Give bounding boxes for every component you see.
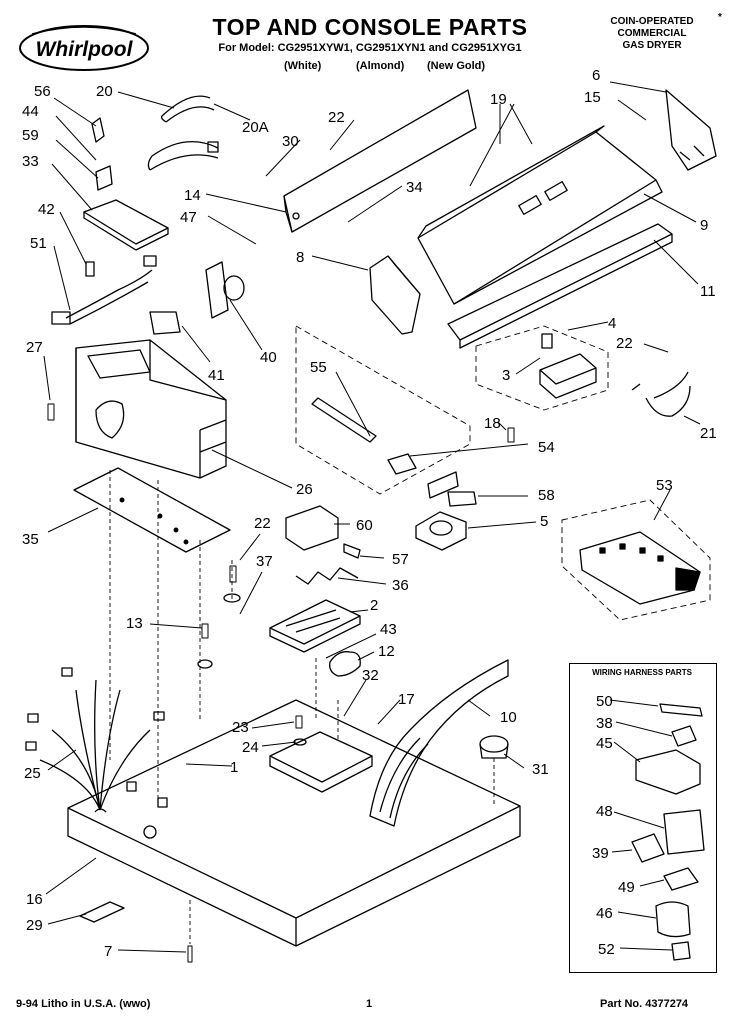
top-panel	[67, 699, 521, 947]
callout-53: 53	[656, 477, 673, 494]
dryer-type-line-1: COIN-OPERATED	[610, 16, 694, 27]
callout-37: 37	[256, 553, 273, 570]
color-white: (White)	[284, 60, 322, 72]
callout-58: 58	[538, 487, 555, 504]
color-almond: (Almond)	[356, 60, 405, 72]
manifold-plate	[73, 467, 231, 553]
callout-6: 6	[592, 67, 600, 84]
wh-label-46: 46	[596, 905, 613, 922]
callout-32: 32	[362, 667, 379, 684]
front-trim	[369, 659, 509, 827]
top-panel-front-edge	[67, 805, 521, 946]
console-trim	[447, 223, 673, 341]
callout-30: 30	[282, 133, 299, 150]
callout-44: 44	[22, 103, 39, 120]
callout-11: 11	[700, 283, 716, 300]
dryer-type: COIN-OPERATED COMMERCIAL GAS DRYER	[582, 16, 722, 52]
whirlpool-logo: Whirlpool	[19, 25, 149, 71]
dashed-group-switches	[475, 325, 609, 411]
callout-27: 27	[26, 339, 43, 356]
callout-2: 2	[370, 597, 378, 614]
callout-25: 25	[24, 765, 41, 782]
footer-litho: 9-94 Litho in U.S.A. (wwo)	[16, 998, 151, 1010]
wiring-harness-box	[569, 663, 717, 973]
callout-26: 26	[296, 481, 313, 498]
callout-8: 8	[296, 249, 304, 266]
callout-15: 15	[584, 89, 601, 106]
callout-23: 23	[232, 719, 249, 736]
wiring-harness-title: WIRING HARNESS PARTS	[592, 668, 692, 677]
callout-20a: 20A	[242, 119, 269, 136]
dryer-type-line-2: COMMERCIAL	[617, 28, 687, 39]
page-title: TOP AND CONSOLE PARTS	[212, 14, 528, 40]
callout-19: 19	[490, 91, 507, 108]
callout-16: 16	[26, 891, 43, 908]
callout-57: 57	[392, 551, 409, 568]
end-cap	[665, 89, 717, 171]
callout-4: 4	[608, 315, 616, 332]
callout-60: 60	[356, 517, 373, 534]
wh-label-48: 48	[596, 803, 613, 820]
callout-42: 42	[38, 201, 55, 218]
callout-56: 56	[34, 83, 51, 100]
callout-14: 14	[184, 187, 201, 204]
callout-33: 33	[22, 153, 39, 170]
callout-31: 31	[532, 761, 549, 778]
callout-41: 41	[208, 367, 225, 384]
callout-3: 3	[502, 367, 510, 384]
callout-1: 1	[230, 759, 238, 776]
footer-part-number: Part No. 4377274	[600, 998, 689, 1010]
cover-plate	[269, 599, 361, 645]
callout-22-top: 22	[328, 109, 345, 126]
callout-labels: 56 44 59 33 42 51 27 20 20A 30 22 34 14 …	[22, 67, 717, 960]
dashed-group-mounting	[295, 325, 471, 495]
footer-page-number: 1	[366, 998, 373, 1010]
color-new-gold: (New Gold)	[427, 60, 486, 72]
callout-7: 7	[104, 943, 112, 960]
callout-22-mid: 22	[254, 515, 271, 532]
callout-12: 12	[378, 643, 395, 660]
asterisk-mark: *	[718, 12, 722, 23]
callout-35: 35	[22, 531, 39, 548]
callout-36: 36	[392, 577, 409, 594]
wh-label-38: 38	[596, 715, 613, 732]
callout-55: 55	[310, 359, 327, 376]
dashed-group-terminal	[561, 499, 711, 621]
callout-17: 17	[398, 691, 415, 708]
callout-13: 13	[126, 615, 143, 632]
control-panel-back	[283, 89, 477, 233]
callout-22-right: 22	[616, 335, 633, 352]
model-list: For Model: CG2951XYW1, CG2951XYN1 and CG…	[218, 42, 522, 54]
wh-label-45: 45	[596, 735, 613, 752]
callout-43: 43	[380, 621, 397, 638]
callout-10: 10	[500, 709, 517, 726]
callout-9: 9	[700, 217, 708, 234]
callout-24: 24	[242, 739, 259, 756]
wh-label-49: 49	[618, 879, 635, 896]
callout-20: 20	[96, 83, 113, 100]
callout-21: 21	[700, 425, 717, 442]
callout-5: 5	[540, 513, 548, 530]
svg-text:Whirlpool: Whirlpool	[36, 38, 134, 61]
callout-40: 40	[260, 349, 277, 366]
wh-label-39: 39	[592, 845, 609, 862]
callout-51: 51	[30, 235, 47, 252]
wh-label-52: 52	[598, 941, 615, 958]
console-front	[417, 131, 657, 305]
console-housing	[75, 339, 227, 479]
callout-29: 29	[26, 917, 43, 934]
timer-housing	[369, 255, 421, 335]
wh-label-50: 50	[596, 693, 613, 710]
dryer-type-line-3: GAS DRYER	[622, 40, 682, 51]
callout-18: 18	[484, 415, 501, 432]
wiring-harness-labels: 50 38 45 48 39 49 46 52	[592, 693, 635, 958]
callout-59: 59	[22, 127, 39, 144]
callout-34: 34	[406, 179, 423, 196]
callout-54: 54	[538, 439, 555, 456]
callout-47: 47	[180, 209, 197, 226]
